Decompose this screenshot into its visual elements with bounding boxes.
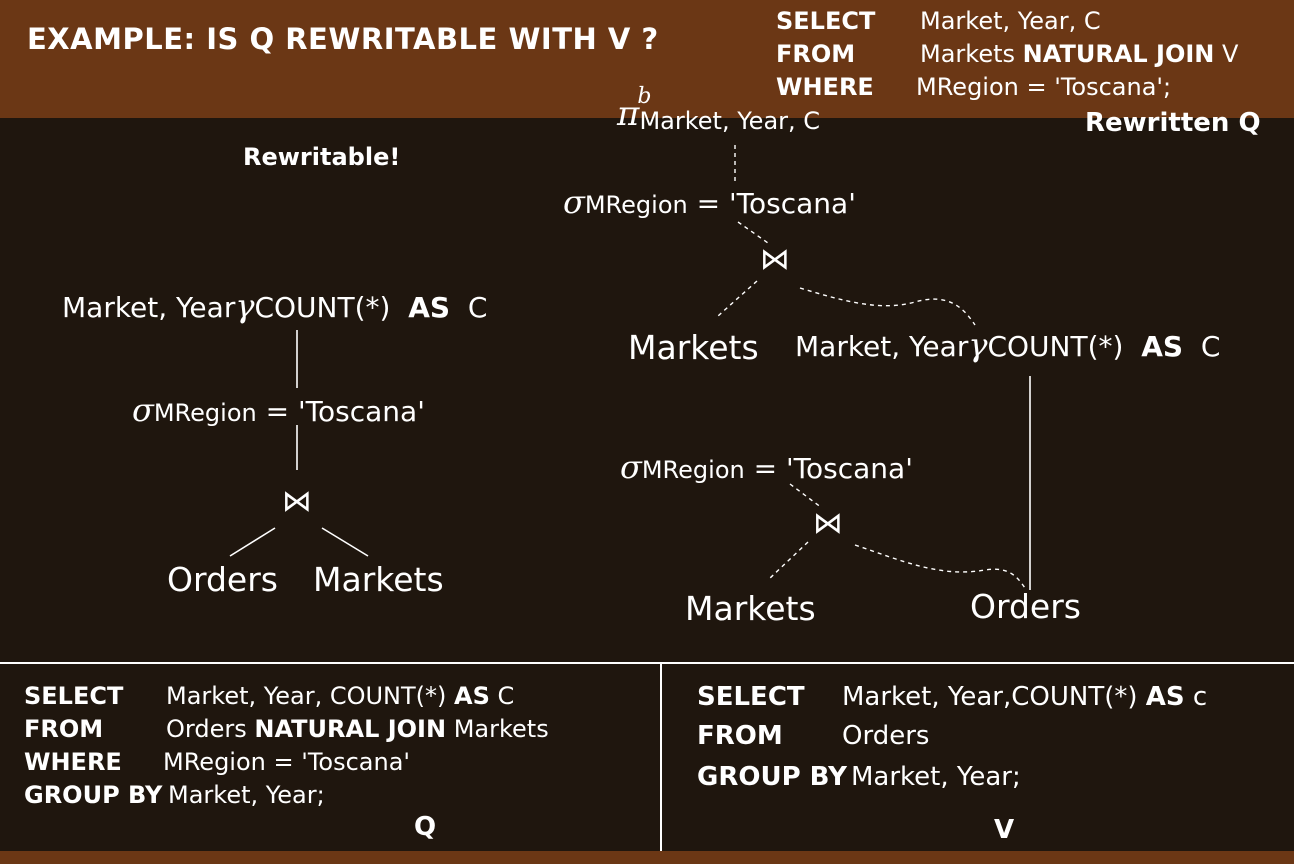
right-sigma-cond: = 'Toscana'	[696, 187, 856, 220]
q-where-kw: WHERE	[24, 748, 122, 776]
right-gamma-as: AS	[1141, 330, 1184, 363]
v-select-kw: SELECT	[697, 682, 805, 712]
q-select-kw: SELECT	[24, 682, 124, 710]
inner-sigma-symbol: σ	[620, 448, 642, 486]
inner-join-symbol: ⋈	[813, 506, 843, 541]
v-from-kw: FROM	[697, 721, 783, 751]
left-sigma-cond: = 'Toscana'	[265, 395, 425, 428]
q-group-kw: GROUP BY	[24, 781, 163, 809]
right-gamma-symbol: γ	[968, 326, 988, 364]
left-gamma-prefix: Market, Year	[62, 291, 236, 324]
v-group-kw: GROUP BY	[697, 762, 847, 792]
left-gamma-node: Market, YearγCOUNT(*) AS C	[62, 287, 487, 325]
footer-band	[0, 851, 1294, 864]
q-from-kw: FROM	[24, 715, 104, 743]
v-select-cols: Market, Year,COUNT(*)	[842, 682, 1138, 712]
v-label: V	[994, 815, 1015, 845]
inner-edge-join-orders	[854, 544, 1026, 589]
rewritten-from-rel1: Markets	[920, 40, 1016, 68]
title-bar	[0, 0, 1294, 118]
v-select-as: AS	[1145, 682, 1185, 712]
rewritten-q-label: Rewritten Q	[1085, 108, 1261, 138]
rewritten-from-clause: Markets NATURAL JOIN V	[920, 40, 1238, 68]
rewritten-from-kw: FROM	[776, 40, 856, 68]
right-edge-sigma-join	[737, 221, 769, 244]
left-sigma-sub: MRegion	[153, 399, 257, 427]
v-select-clause: Market, Year,COUNT(*) AS c	[842, 682, 1207, 712]
rewritten-select-kw: SELECT	[776, 7, 876, 35]
inner-edge-join-markets	[767, 541, 809, 581]
left-sigma-symbol: σ	[132, 391, 154, 429]
right-edge-join-gamma	[799, 287, 976, 326]
right-gamma-node: Market, YearγCOUNT(*) AS C	[795, 326, 1220, 364]
bottom-divider	[0, 662, 1294, 664]
left-edge-join-orders	[229, 527, 276, 557]
q-from-clause: Orders NATURAL JOIN Markets	[166, 715, 549, 743]
right-gamma-prefix: Market, Year	[795, 330, 969, 363]
left-join-symbol: ⋈	[282, 484, 312, 519]
right-join-symbol: ⋈	[760, 242, 790, 277]
left-sigma-node: σMRegion = 'Toscana'	[132, 391, 425, 429]
left-gamma-alias: C	[467, 291, 488, 324]
v-select-alias: c	[1192, 682, 1208, 712]
q-from-rel2: Markets	[453, 715, 549, 743]
right-leaf-markets: Markets	[628, 328, 759, 367]
q-label: Q	[414, 812, 437, 842]
left-gamma-symbol: γ	[235, 287, 255, 325]
left-leaf-orders: Orders	[167, 560, 278, 599]
right-pi-sub: Market, Year, C	[639, 107, 821, 135]
right-sigma-node: σMRegion = 'Toscana'	[563, 183, 856, 221]
q-where-cond: MRegion = 'Toscana'	[163, 748, 411, 776]
right-gamma-agg: COUNT(*)	[987, 330, 1124, 363]
rewritten-from-rel2: V	[1222, 40, 1239, 68]
inner-leaf-markets: Markets	[685, 589, 816, 628]
rewritten-where-cond: MRegion = 'Toscana';	[916, 73, 1172, 101]
left-leaf-markets: Markets	[313, 560, 444, 599]
left-edge-join-markets	[321, 527, 369, 557]
left-gamma-as: AS	[408, 291, 451, 324]
right-leaf-orders: Orders	[970, 587, 1081, 626]
right-gamma-alias: C	[1200, 330, 1221, 363]
inner-edge-sigma-join	[789, 483, 823, 509]
q-from-join-kw: NATURAL JOIN	[254, 715, 447, 743]
right-sigma-symbol: σ	[563, 183, 585, 221]
right-sigma-sub: MRegion	[584, 191, 688, 219]
inner-sigma-cond: = 'Toscana'	[753, 452, 913, 485]
rewritten-select-cols: Market, Year, C	[920, 7, 1101, 35]
v-group-cols: Market, Year;	[851, 762, 1021, 792]
inner-sigma-sub: MRegion	[641, 456, 745, 484]
column-divider	[660, 662, 662, 851]
rewritten-where-kw: WHERE	[776, 73, 874, 101]
q-group-cols: Market, Year;	[168, 781, 325, 809]
rewritable-label: Rewritable!	[243, 143, 401, 171]
right-edge-join-markets	[717, 280, 758, 317]
slide-title: EXAMPLE: IS Q REWRITABLE WITH V ?	[27, 22, 659, 56]
left-gamma-agg: COUNT(*)	[254, 291, 391, 324]
right-pi-node: πbMarket, Year, C	[617, 84, 834, 135]
right-pi-sup: b	[637, 84, 652, 109]
inner-sigma-node: σMRegion = 'Toscana'	[620, 448, 913, 486]
q-select-cols: Market, Year, COUNT(*)	[166, 682, 447, 710]
q-from-rel1: Orders	[166, 715, 247, 743]
right-pi-symbol: π	[617, 94, 640, 134]
q-select-as: AS	[454, 682, 490, 710]
q-select-alias: C	[497, 682, 515, 710]
q-select-clause: Market, Year, COUNT(*) AS C	[166, 682, 514, 710]
v-from-rel: Orders	[842, 721, 930, 751]
rewritten-from-join-kw: NATURAL JOIN	[1022, 40, 1215, 68]
